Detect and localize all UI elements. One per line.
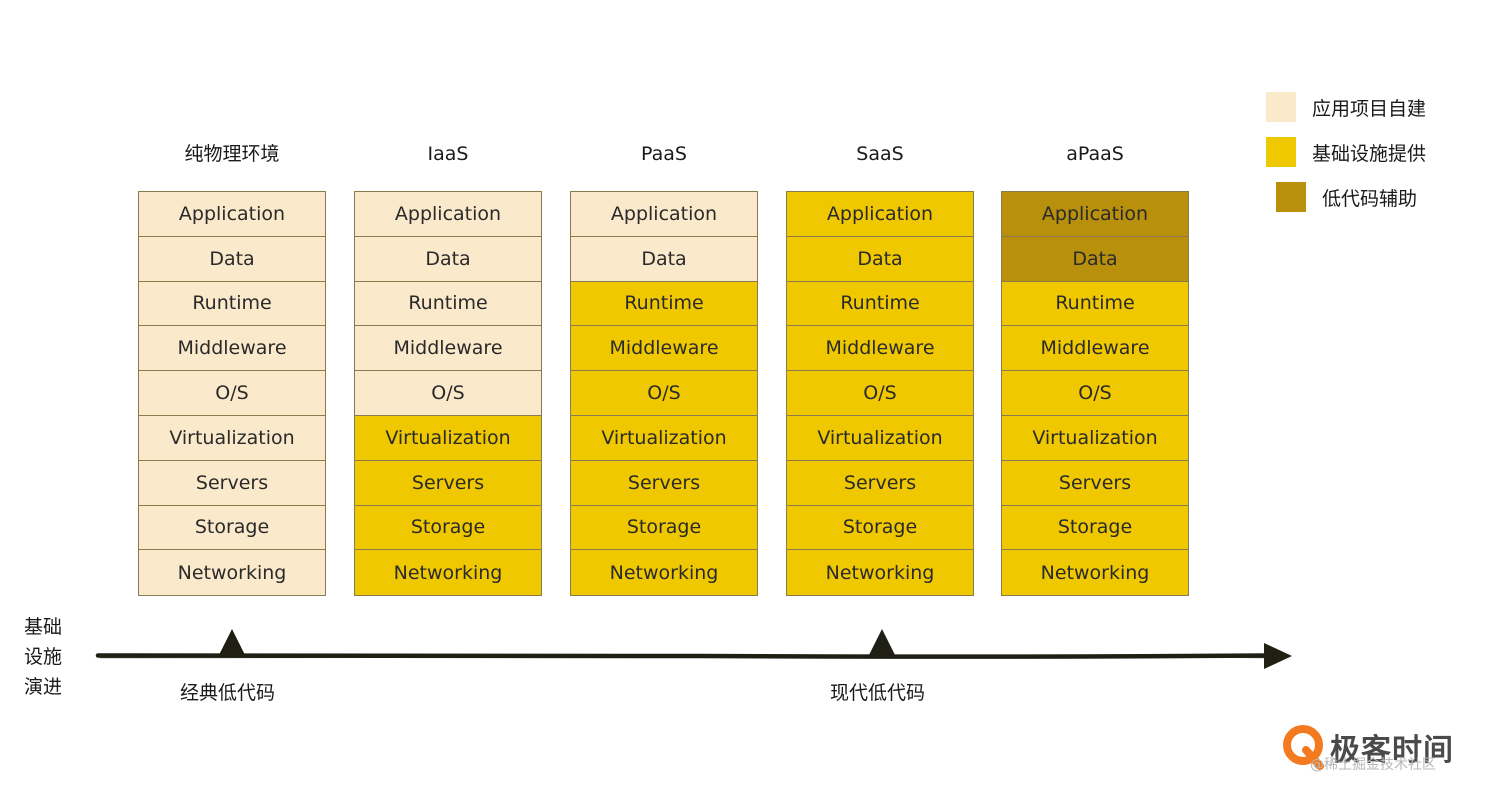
layer-storage: Storage	[787, 505, 973, 551]
legend-swatch-infra	[1266, 137, 1296, 167]
layer-runtime: Runtime	[787, 281, 973, 327]
layer-middleware: Middleware	[355, 326, 541, 372]
legend-swatch-self	[1266, 92, 1296, 122]
layer-virtualization: Virtualization	[787, 415, 973, 461]
layer-middleware: Middleware	[571, 326, 757, 372]
layer-data: Data	[787, 236, 973, 282]
layer-servers: Servers	[355, 460, 541, 506]
layer-o-s: O/S	[1002, 371, 1188, 416]
layer-middleware: Middleware	[787, 326, 973, 372]
milestone-marker-classic	[219, 629, 245, 655]
layer-application: Application	[139, 192, 325, 237]
layer-data: Data	[139, 236, 325, 282]
logo-tail	[1302, 746, 1324, 770]
timeline-line-texture	[99, 655, 1267, 659]
layer-networking: Networking	[355, 550, 541, 596]
column-title-paas: PaaS	[641, 143, 687, 165]
timeline-arrowhead	[1264, 643, 1292, 669]
geektime-logo-icon	[1283, 725, 1324, 770]
column-title-apaas: aPaaS	[1066, 143, 1124, 165]
layer-data: Data	[1002, 236, 1188, 282]
milestone-marker-modern	[869, 629, 895, 655]
layer-o-s: O/S	[139, 371, 325, 416]
layer-servers: Servers	[1002, 460, 1188, 506]
layer-application: Application	[355, 192, 541, 237]
layer-servers: Servers	[787, 460, 973, 506]
layer-virtualization: Virtualization	[139, 415, 325, 461]
legend-label-infra: 基础设施提供	[1312, 142, 1427, 165]
layer-virtualization: Virtualization	[571, 415, 757, 461]
legend-item-self: 应用项目自建	[1266, 92, 1426, 122]
column-title-physical: 纯物理环境	[184, 143, 280, 165]
layer-virtualization: Virtualization	[1002, 415, 1188, 461]
layer-runtime: Runtime	[571, 281, 757, 327]
layer-data: Data	[571, 236, 757, 282]
layer-application: Application	[787, 192, 973, 237]
column-title-saas: SaaS	[856, 143, 904, 165]
axis-label: 基础设施演进	[24, 616, 63, 698]
legend: 应用项目自建 基础设施提供 低代码辅助	[1266, 92, 1426, 227]
legend-swatch-lowcode	[1276, 182, 1306, 212]
brand-name: 极客时间	[1330, 733, 1454, 768]
layer-networking: Networking	[571, 550, 757, 596]
milestone-label-modern: 现代低代码	[830, 682, 926, 704]
layer-virtualization: Virtualization	[355, 415, 541, 461]
layer-application: Application	[1002, 192, 1188, 237]
legend-label-self: 应用项目自建	[1312, 97, 1427, 120]
layer-o-s: O/S	[571, 371, 757, 416]
watermark: @稀土掘金技术社区	[1310, 757, 1436, 773]
layer-storage: Storage	[1002, 505, 1188, 551]
layer-servers: Servers	[571, 460, 757, 506]
layer-networking: Networking	[139, 550, 325, 596]
layer-networking: Networking	[787, 550, 973, 596]
layer-middleware: Middleware	[1002, 326, 1188, 372]
legend-item-infra: 基础设施提供	[1266, 137, 1426, 167]
layer-runtime: Runtime	[355, 281, 541, 327]
layer-storage: Storage	[571, 505, 757, 551]
logo-ring	[1283, 725, 1323, 765]
layer-data: Data	[355, 236, 541, 282]
layer-o-s: O/S	[355, 371, 541, 416]
layer-servers: Servers	[139, 460, 325, 506]
layer-application: Application	[571, 192, 757, 237]
layer-storage: Storage	[355, 505, 541, 551]
brand-logo: 极客时间	[1282, 724, 1454, 770]
layer-runtime: Runtime	[139, 281, 325, 327]
column-title-iaas: IaaS	[427, 143, 469, 165]
timeline-line	[95, 652, 1271, 659]
legend-label-lowcode: 低代码辅助	[1322, 187, 1418, 210]
layer-networking: Networking	[1002, 550, 1188, 596]
layer-o-s: O/S	[787, 371, 973, 416]
layer-storage: Storage	[139, 505, 325, 551]
layer-runtime: Runtime	[1002, 281, 1188, 327]
milestone-label-classic: 经典低代码	[180, 682, 276, 704]
layer-middleware: Middleware	[139, 326, 325, 372]
legend-item-lowcode: 低代码辅助	[1266, 182, 1426, 212]
